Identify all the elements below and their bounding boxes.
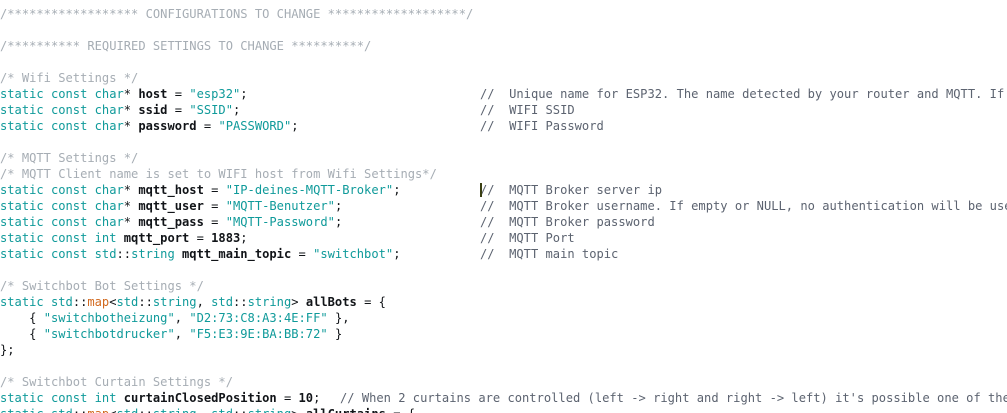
- code-line[interactable]: /* Wifi Settings */: [0, 70, 1007, 86]
- code-line[interactable]: [0, 134, 1007, 150]
- code-line[interactable]: /********** REQUIRED SETTINGS TO CHANGE …: [0, 38, 1007, 54]
- code-text: static const std::string mqtt_main_topic…: [0, 247, 401, 261]
- code-text: /****************** CONFIGURATIONS TO CH…: [0, 7, 474, 21]
- inline-comment: // MQTT main topic: [480, 247, 619, 261]
- code-text: static const char* mqtt_user = "MQTT-Ben…: [0, 199, 343, 213]
- code-text: static const char* mqtt_host = "IP-deine…: [0, 183, 401, 197]
- code-text: /* Wifi Settings */: [0, 71, 139, 85]
- code-text: /* Switchbot Bot Settings */: [0, 279, 204, 293]
- code-line[interactable]: static std::map<std::string, std::string…: [0, 294, 1007, 310]
- inline-comment: // MQTT Broker server ip: [480, 183, 663, 197]
- text-caret: [480, 183, 482, 197]
- code-line[interactable]: static const std::string mqtt_main_topic…: [0, 246, 1007, 262]
- code-text: };: [0, 343, 15, 357]
- code-text: static const char* mqtt_pass = "MQTT-Pas…: [0, 215, 343, 229]
- code-line[interactable]: static const char* mqtt_user = "MQTT-Ben…: [0, 198, 1007, 214]
- inline-comment: // WIFI SSID: [480, 103, 575, 117]
- code-text: static const char* password = "PASSWORD"…: [0, 119, 299, 133]
- code-text: static const int mqtt_port = 1883;: [0, 231, 248, 245]
- code-line[interactable]: static const char* ssid = "SSID"; // WIFI…: [0, 102, 1007, 118]
- code-text: static const int curtainClosedPosition =…: [0, 391, 321, 405]
- inline-comment: // Unique name for ESP32. The name detec…: [480, 87, 1005, 101]
- code-text: { "switchbotheizung", "D2:73:C8:A3:4E:FF…: [29, 311, 350, 325]
- code-line[interactable]: static const int mqtt_port = 1883; // MQT…: [0, 230, 1007, 246]
- code-line[interactable]: { "switchbotdrucker", "F5:E3:9E:BA:BB:72…: [0, 326, 1007, 342]
- code-text: { "switchbotdrucker", "F5:E3:9E:BA:BB:72…: [29, 327, 343, 341]
- code-line[interactable]: static const char* host = "esp32"; // Uni…: [0, 86, 1007, 102]
- code-text: /* MQTT Settings */: [0, 151, 139, 165]
- code-line[interactable]: static const char* password = "PASSWORD"…: [0, 118, 1007, 134]
- code-line[interactable]: static const int curtainClosedPosition =…: [0, 390, 1007, 406]
- code-line[interactable]: static const char* mqtt_host = "IP-deine…: [0, 182, 1007, 198]
- inline-comment: // WIFI Password: [480, 119, 604, 133]
- code-line[interactable]: static const char* mqtt_pass = "MQTT-Pas…: [0, 214, 1007, 230]
- code-text: /********** REQUIRED SETTINGS TO CHANGE …: [0, 39, 372, 53]
- code-line[interactable]: /* Switchbot Curtain Settings */: [0, 374, 1007, 390]
- code-line[interactable]: [0, 54, 1007, 70]
- inline-comment: // MQTT Port: [480, 231, 575, 245]
- code-line[interactable]: { "switchbotheizung", "D2:73:C8:A3:4E:FF…: [0, 310, 1007, 326]
- code-text: static const char* host = "esp32";: [0, 87, 248, 101]
- code-text: static std::map<std::string, std::string…: [0, 406, 415, 413]
- inline-comment: // MQTT Broker password: [480, 215, 655, 229]
- code-line[interactable]: [0, 358, 1007, 374]
- code-text: /* Switchbot Curtain Settings */: [0, 375, 233, 389]
- inline-comment: // MQTT Broker username. If empty or NUL…: [480, 199, 1007, 213]
- code-text: static std::map<std::string, std::string…: [0, 295, 386, 309]
- code-text: static const char* ssid = "SSID";: [0, 103, 241, 117]
- code-line[interactable]: static std::map<std::string, std::string…: [0, 406, 1007, 413]
- code-line[interactable]: /* MQTT Client name is set to WIFI host …: [0, 166, 1007, 182]
- code-line[interactable]: /* MQTT Settings */: [0, 150, 1007, 166]
- code-line[interactable]: /****************** CONFIGURATIONS TO CH…: [0, 6, 1007, 22]
- code-line[interactable]: /* Switchbot Bot Settings */: [0, 278, 1007, 294]
- code-line[interactable]: [0, 262, 1007, 278]
- code-text: /* MQTT Client name is set to WIFI host …: [0, 167, 437, 181]
- code-line[interactable]: [0, 22, 1007, 38]
- inline-comment: // When 2 curtains are controlled (left …: [340, 391, 1007, 405]
- code-line[interactable]: };: [0, 342, 1007, 358]
